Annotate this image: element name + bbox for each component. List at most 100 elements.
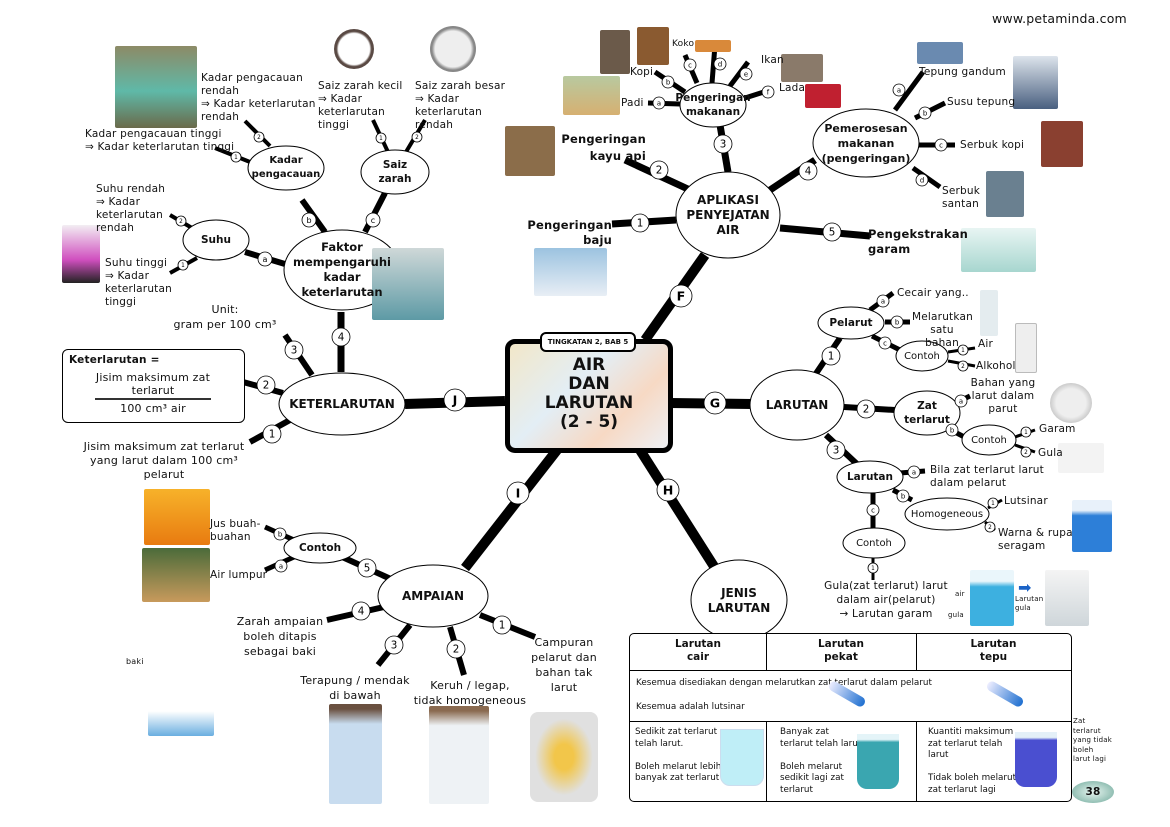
susu-tepung-label: Susu tepung [947,96,1016,108]
branch-marker: F [669,284,693,308]
branch-marker: G [703,391,727,415]
beaker-sugar-photo [970,570,1014,626]
laundry-photo [534,248,607,296]
saiz-zarah-node: Saiz zarah [378,159,412,185]
node-ellipse [817,306,885,340]
ampaian-contoh-node: Contoh [298,542,342,554]
branch-marker: e [739,67,753,81]
branch-marker: 2 [253,131,265,143]
coarse-salt-photo [430,26,476,72]
milky-glass-photo [429,706,489,804]
branch-marker: b [896,489,910,503]
marker-label: 2 [453,644,460,656]
site-url[interactable]: www.petaminda.com [992,11,1127,26]
dilute-beaker-icon [720,729,764,786]
marker-label: 1 [234,155,238,161]
beaker-solution-photo [1045,570,1089,626]
branch-marker: J [443,388,467,412]
node-ellipse [836,460,904,494]
cocoa-drying-photo [637,27,669,65]
branch-marker: 2 [1020,446,1032,458]
campuran-label: Campuran pelarut dan bahan tak larut [531,636,597,694]
marker-label: 5 [364,563,371,575]
zarah-ampaian-label: Zarah ampaian boleh ditapis sebagai baki [236,615,324,658]
mixture-beaker-photo [530,712,598,802]
marker-label: 1 [828,351,835,363]
marker-label: b [666,78,670,86]
marker-label: 2 [1024,450,1028,456]
alkohol-label: Alkohol [976,360,1016,372]
marker-label: 2 [415,135,419,141]
filter-funnel-photo [148,612,214,736]
branch-marker: 1 [987,497,999,509]
keterlarutan-definition: Jisim maksimum zat terlarut yang larut d… [83,440,245,481]
floating-glass-photo [329,704,382,804]
pengeringan-kayu-label: Pengeringan kayu api [561,132,646,163]
suhu-node: Suhu [201,234,231,246]
branch-marker: H [656,478,680,502]
branch-marker: 3 [384,635,404,655]
col-divider [916,721,917,801]
kopi-label: Kopi [630,66,654,78]
marker-label: 2 [863,404,870,416]
marker-label: 5 [829,227,836,239]
jus-buah-label: Jus buah- buahan [210,518,261,543]
branch-marker: a [907,465,921,479]
suhu-rendah-label: Suhu rendah ⇒ Kadar keterlarutan rendah [96,183,166,234]
coffee-plant-photo [1041,121,1083,167]
marker-label: 2 [988,525,992,531]
marker-label: 1 [637,218,644,230]
col-divider [766,721,767,801]
pink-beaker-photo [62,225,100,283]
marker-label: c [883,339,887,347]
marker-label: 1 [499,620,506,632]
firewood-photo [505,126,555,176]
branch-marker: 2 [984,521,996,533]
marker-label: a [263,255,268,264]
marker-label: 2 [263,380,270,392]
air-lumpur-label: Air lumpur [210,569,268,581]
marker-label: b [901,492,905,500]
branch-marker: 1 [492,615,512,635]
farmer-photo [600,30,630,74]
col-header-pekat: Larutan pekat [766,634,916,671]
gula-label: Gula [1038,447,1063,459]
marker-label: a [959,397,963,405]
pengekstrakan-garam-label: Pengekstrakan garam [868,227,969,256]
marker-label: 3 [291,345,298,357]
serbuk-santan-label: Serbuk santan [942,185,981,210]
keruh-label: Keruh / legap, tidak homogeneous [413,679,527,707]
cell-tepu: Kuantiti maksimum zat terlarut telah lar… [928,727,1017,795]
fraction-bar [95,398,211,400]
tepung-gandum-label: Tepung gandum [919,66,1006,78]
bila-zat-label: Bila zat terlarut larut dalam pelarut [930,464,1044,489]
marker-label: 3 [391,640,398,652]
node-ellipse [679,82,747,128]
aplikasi-node: APLIKASI PENYEJATAN AIR [686,192,770,237]
branch-marker: b [945,423,959,437]
padi-drying-photo [563,76,620,115]
marker-label: 2 [961,364,965,370]
col-divider [766,634,767,671]
jenis-larutan-node: JENIS LARUTAN [707,586,771,615]
branch-marker: 1 [230,151,242,163]
jenis-larutan-table: Larutan cair Larutan pekat Larutan tepu … [629,633,1072,802]
branch-marker: 1 [957,344,969,356]
marker-label: 1 [961,348,965,354]
marker-label: 2 [656,165,663,177]
fish-drying-photo [781,54,823,82]
test-tube-pour-icon [985,679,1025,709]
marker-label: c [939,141,943,149]
terapung-label: Terapung / mendak di bawah [300,674,410,702]
orange-juice-photo [144,489,210,545]
branch-marker: 1 [867,562,879,574]
branch-marker: 4 [351,601,371,621]
cell-pekat: Banyak zat terlarut telah larut Boleh me… [780,727,862,795]
marker-label: 2 [257,135,261,141]
connector-line [461,446,561,572]
padi-label: Padi [621,97,644,109]
branch-marker: c [866,503,880,517]
connector-line [892,70,926,112]
marker-label: c [371,216,375,225]
